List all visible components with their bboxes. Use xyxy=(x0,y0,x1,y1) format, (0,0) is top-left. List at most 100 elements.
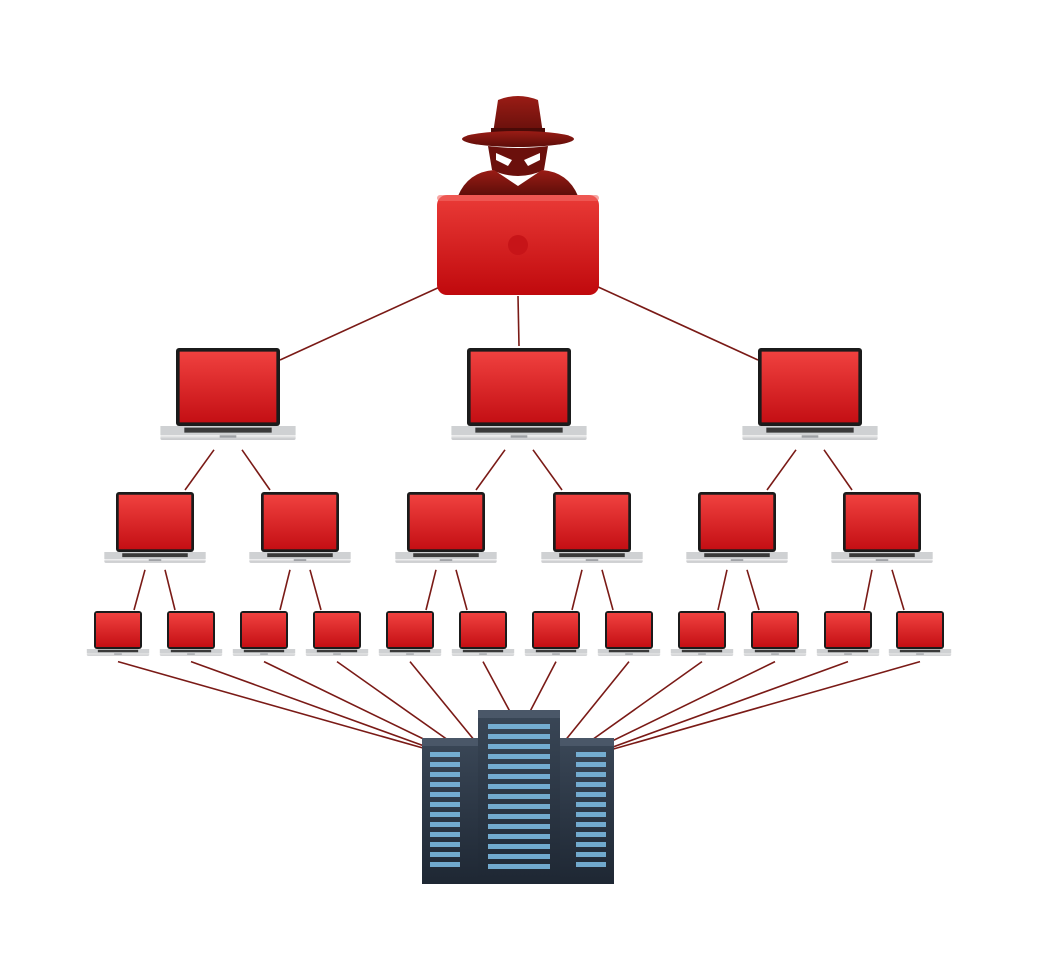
edge-tier2-tier3 xyxy=(601,569,614,611)
rack-top xyxy=(478,710,560,718)
rack-top xyxy=(546,738,614,746)
laptop-screen xyxy=(700,494,774,550)
laptop-notch xyxy=(293,559,307,561)
laptop-screen xyxy=(315,613,359,647)
edge-tier2-tier3 xyxy=(425,569,437,611)
edge-tier3-server xyxy=(609,660,921,751)
rack-slot xyxy=(488,844,550,849)
laptop-notch xyxy=(916,653,924,655)
rack-slot xyxy=(576,842,606,847)
edge-tier1-tier2 xyxy=(184,449,215,491)
laptop-screen xyxy=(761,351,859,423)
laptop-screen xyxy=(534,613,578,647)
edge-attacker-tier1 xyxy=(595,285,759,361)
rack-slot xyxy=(430,822,460,827)
laptop-icon xyxy=(831,492,933,563)
device-nodes xyxy=(86,96,952,884)
laptop-keyboard xyxy=(389,649,431,653)
laptop-notch xyxy=(479,653,487,655)
laptop-notch xyxy=(219,435,237,438)
edge-tier2-tier3 xyxy=(891,569,905,611)
laptop-icon xyxy=(159,611,223,656)
laptop-keyboard xyxy=(849,553,915,558)
laptop-notch xyxy=(698,653,706,655)
laptop-icon xyxy=(888,611,952,656)
rack-slot xyxy=(488,814,550,819)
edge-tier2-tier3 xyxy=(571,569,583,611)
rack-slot xyxy=(430,842,460,847)
edge-tier1-tier2 xyxy=(241,449,271,491)
laptop-notch xyxy=(875,559,889,561)
laptop-notch xyxy=(801,435,819,438)
rack-slot xyxy=(430,792,460,797)
laptop-keyboard xyxy=(122,553,188,558)
rack-slot xyxy=(576,852,606,857)
laptop-notch xyxy=(585,559,599,561)
laptop-keyboard xyxy=(766,427,854,433)
laptop-keyboard xyxy=(681,649,723,653)
edge-tier2-tier3 xyxy=(164,569,176,611)
rack-slot xyxy=(430,782,460,787)
rack-slot xyxy=(488,724,550,729)
rack-slot xyxy=(430,762,460,767)
rack-slot xyxy=(576,862,606,867)
laptop-screen xyxy=(409,494,483,550)
edge-tier3-server xyxy=(527,661,557,716)
rack-slot xyxy=(430,752,460,757)
rack-slot xyxy=(488,784,550,789)
laptop-keyboard xyxy=(267,553,333,558)
laptop-screen xyxy=(555,494,629,550)
edge-tier2-tier3 xyxy=(863,569,873,611)
rack-slot xyxy=(488,854,550,859)
rack-slot xyxy=(576,822,606,827)
rack-slot xyxy=(488,744,550,749)
laptop-icon xyxy=(305,611,369,656)
right-eye xyxy=(524,153,540,166)
rack-slot xyxy=(430,802,460,807)
rack-slot xyxy=(430,832,460,837)
laptop-screen xyxy=(753,613,797,647)
hat-brim xyxy=(462,131,574,147)
rack-slot xyxy=(430,812,460,817)
laptop-icon xyxy=(816,611,880,656)
edge-tier1-tier2 xyxy=(823,449,853,491)
laptop-screen xyxy=(898,613,942,647)
laptop-back-highlight xyxy=(437,195,599,201)
rack-slot xyxy=(488,794,550,799)
laptop-icon xyxy=(249,492,351,563)
rack-slot xyxy=(576,772,606,777)
laptop-screen xyxy=(118,494,192,550)
hacker-icon xyxy=(437,96,599,295)
laptop-icon xyxy=(686,492,788,563)
edge-tier2-tier3 xyxy=(279,569,291,611)
rack-slot xyxy=(430,772,460,777)
rack-slot xyxy=(430,862,460,867)
edge-tier3-server xyxy=(190,660,447,755)
laptop-icon xyxy=(742,348,878,440)
laptop-notch xyxy=(730,559,744,561)
laptop-icon xyxy=(670,611,734,656)
edge-tier1-tier2 xyxy=(532,449,563,491)
laptop-notch xyxy=(406,653,414,655)
laptop-notch xyxy=(439,559,453,561)
laptop-keyboard xyxy=(413,553,479,558)
laptop-notch xyxy=(510,435,528,438)
laptop-screen xyxy=(680,613,724,647)
rack-slot xyxy=(488,754,550,759)
laptop-screen xyxy=(826,613,870,647)
edge-attacker-tier1 xyxy=(517,295,520,347)
rack-slot xyxy=(488,774,550,779)
rack-slot xyxy=(488,804,550,809)
rack-slot xyxy=(488,734,550,739)
laptop-notch xyxy=(148,559,162,561)
laptop-icon xyxy=(378,611,442,656)
left-eye xyxy=(496,153,512,166)
rack-slot xyxy=(488,824,550,829)
rack-slot xyxy=(576,762,606,767)
edge-tier2-tier3 xyxy=(746,569,760,611)
laptop-keyboard xyxy=(827,649,869,653)
rack-slot xyxy=(576,752,606,757)
laptop-notch xyxy=(333,653,341,655)
laptop-screen xyxy=(169,613,213,647)
